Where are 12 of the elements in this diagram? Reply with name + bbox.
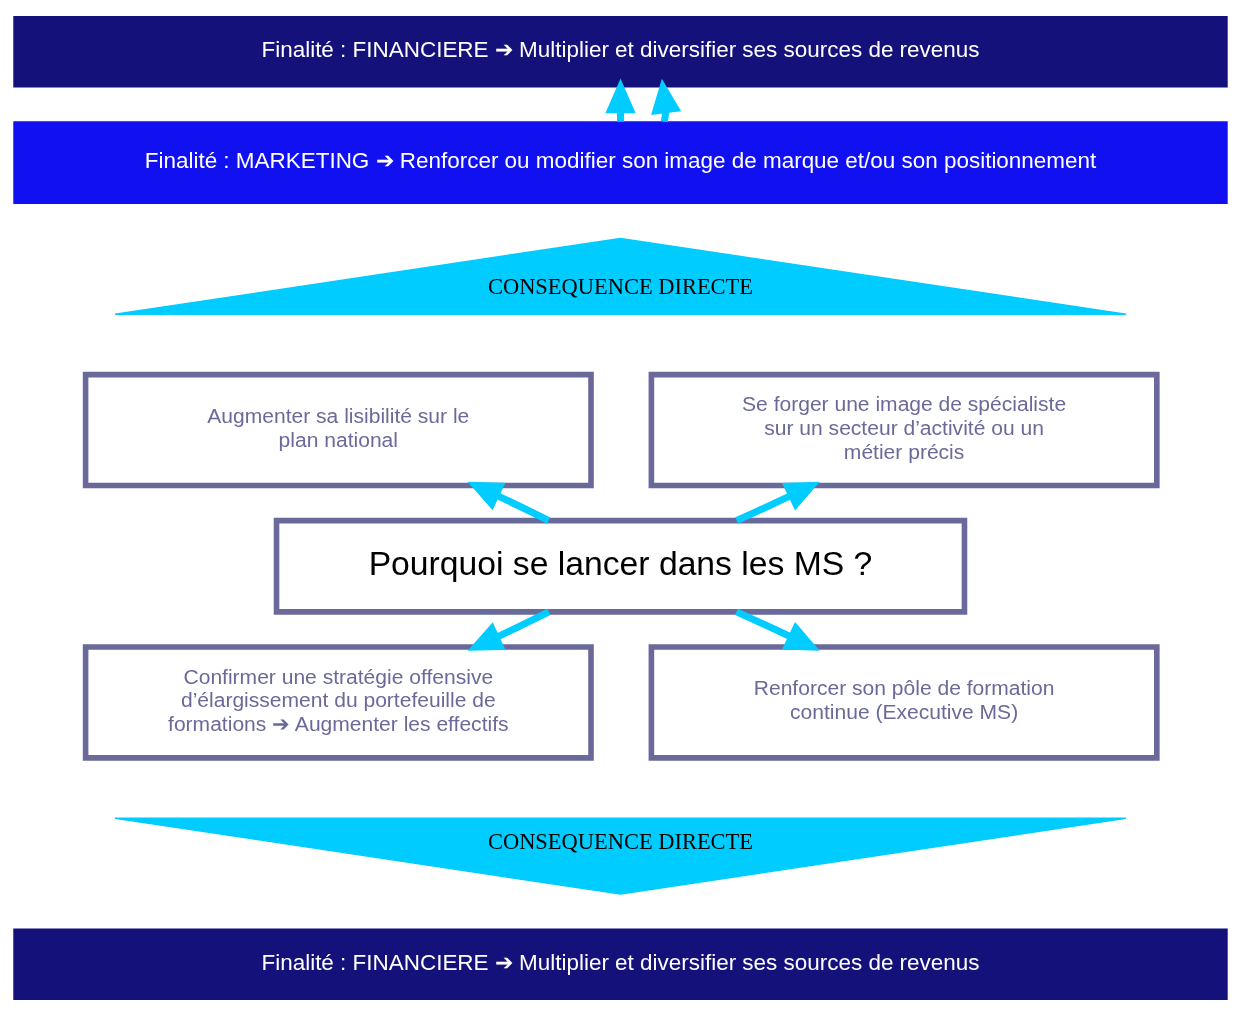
node-box: Finalité : MARKETING ➔ Renforcer ou modifier son image de marque et/ou son positionnement — [13, 121, 1228, 205]
node-box: Finalité : FINANCIERE ➔ Multiplier et diversifier ses sources de revenus — [13, 928, 1228, 1001]
node-box: Renforcer son pôle de formation continue (Executive MS) — [648, 644, 1160, 761]
arrow — [735, 481, 820, 524]
node-box: Confirmer une stratégie offensive d’élargissement du portefeuille de formations ➔ Augmenter les effectifs — [82, 644, 594, 761]
node-box: Finalité : FINANCIERE ➔ Multiplier et diversifier ses sources de revenus — [13, 15, 1228, 88]
node-box: Pourquoi se lancer dans les MS ? — [273, 517, 968, 615]
arrow — [467, 481, 551, 524]
node-box: Augmenter sa lisibilité sur le plan national — [82, 371, 594, 489]
node-box: Se forger une image de spécialiste sur un secteur d’activité ou un métier précis — [648, 371, 1160, 489]
arrow — [735, 608, 820, 651]
arrow — [467, 608, 551, 651]
